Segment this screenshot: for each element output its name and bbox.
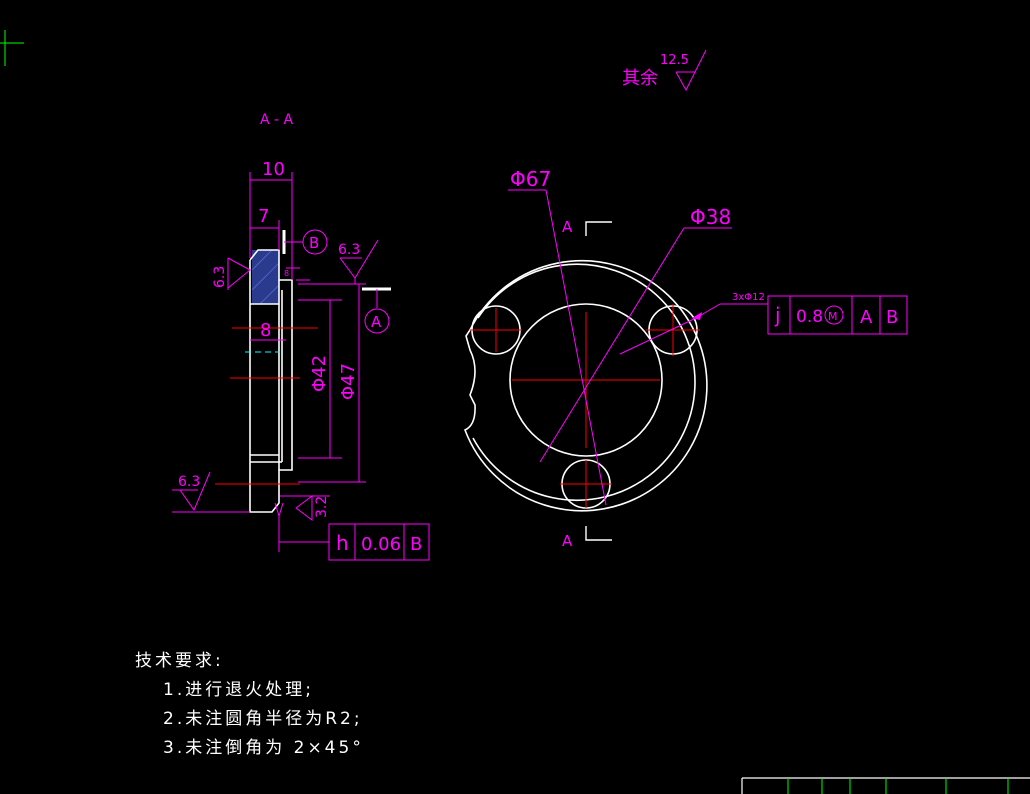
note-item-3: 3.未注倒角为 2×45° xyxy=(163,738,364,758)
position-symbol: j xyxy=(774,303,781,327)
technical-requirements: 技术要求: 1.进行退火处理; 2.未注圆角半径为R2; 3.未注倒角为 2×4… xyxy=(135,647,364,763)
note-item-1: 1.进行退火处理; xyxy=(163,680,314,700)
position-datum-2: B xyxy=(886,307,898,328)
general-roughness: 其余 12.5 xyxy=(622,49,707,92)
front-dimensions xyxy=(508,189,908,506)
position-value: 0.8 xyxy=(796,307,823,327)
section-mark-top: A xyxy=(562,218,573,236)
runout-symbol: h xyxy=(336,531,349,555)
section-dimensions xyxy=(172,172,430,561)
roughness-other-prefix: 其余 xyxy=(622,68,658,89)
dim-dia-67: Φ67 xyxy=(510,167,551,191)
datum-b-bubble xyxy=(302,229,328,255)
datum-a-bubble xyxy=(364,308,390,334)
runout-value: 0.06 xyxy=(361,534,401,555)
roughness-top-value: 6.3 xyxy=(338,242,360,258)
front-view xyxy=(463,221,708,541)
roughness-other-value: 12.5 xyxy=(660,53,689,68)
notes-title: 技术要求: xyxy=(135,651,224,671)
position-datum-1: A xyxy=(860,307,873,328)
section-view: B A xyxy=(215,229,391,513)
section-mark-bottom: A xyxy=(562,532,573,550)
roughness-symbol-icon xyxy=(675,49,707,92)
dim-small-8: 8 xyxy=(284,269,289,278)
roughness-bottom-value: 6.3 xyxy=(178,474,200,490)
dim-width-10: 10 xyxy=(262,159,285,180)
runout-datum: B xyxy=(410,534,422,555)
dim-dia-47: Φ47 xyxy=(338,363,359,400)
note-item-2: 2.未注圆角半径为R2; xyxy=(163,709,363,729)
section-label: A - A xyxy=(260,112,294,128)
crosshair-cursor-icon xyxy=(0,30,24,66)
bore-circle xyxy=(509,303,663,457)
dim-dia-42: Φ42 xyxy=(309,355,330,392)
datum-b-label: B xyxy=(309,234,319,252)
dim-width-7: 7 xyxy=(258,206,269,227)
dim-holes: 3xΦ12 xyxy=(732,292,765,303)
position-modifier: M xyxy=(828,310,838,323)
roughness-left-value: 6.3 xyxy=(212,266,228,288)
dim-dia-38: Φ38 xyxy=(690,205,731,229)
dim-width-8: 8 xyxy=(260,320,271,341)
roughness-inner-value: 3.2 xyxy=(314,496,330,518)
datum-a-label: A xyxy=(371,313,382,331)
